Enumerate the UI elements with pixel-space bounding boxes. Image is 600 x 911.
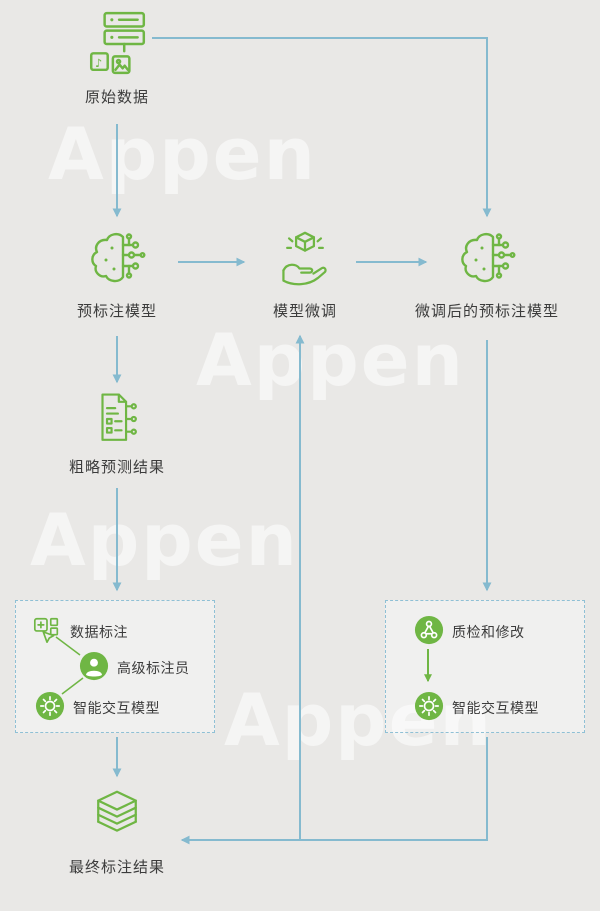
appen-watermark: Appen	[48, 112, 317, 196]
senior-annotator-label: 高级标注员	[117, 661, 190, 677]
rough-prediction-label: 粗略预测结果	[68, 458, 166, 476]
senior-annotator-icon	[79, 651, 109, 681]
tuned-model-label: 微调后的预标注模型	[414, 302, 560, 320]
appen-watermark: Appen	[196, 318, 465, 402]
appen-watermark: Appen	[30, 498, 299, 582]
qc-box: 质检和修改 智能交互模型	[385, 600, 585, 733]
arrow-qcbox-to-finalresult	[180, 737, 488, 845]
smart-interaction-model-label: 智能交互模型	[452, 701, 539, 717]
data-annotation-label: 数据标注	[70, 625, 128, 641]
raw-data-label: 原始数据	[84, 88, 150, 106]
quality-check-label: 质检和修改	[452, 625, 525, 641]
data-annotation-icon	[32, 615, 62, 645]
smart-interaction-model-label: 智能交互模型	[73, 701, 160, 717]
arrow-rawdata-to-tunedmodel	[152, 37, 492, 218]
final-result-icon	[87, 788, 147, 848]
pre-annotation-model-icon	[85, 230, 149, 294]
annotation-team-box: 数据标注 高级标注员	[15, 600, 215, 733]
pre-annotation-model-label: 预标注模型	[76, 302, 158, 320]
smart-interaction-model-icon	[414, 691, 444, 721]
svg-text:♪: ♪	[95, 56, 102, 70]
model-finetune-label: 模型微调	[272, 302, 338, 320]
rough-prediction-icon	[88, 390, 146, 448]
tuned-model-icon	[455, 230, 519, 294]
final-result-label: 最终标注结果	[68, 858, 166, 876]
quality-check-icon	[414, 615, 444, 645]
smart-interaction-model-icon	[35, 691, 65, 721]
model-finetune-icon	[275, 230, 335, 290]
raw-data-icon: ♪	[84, 10, 150, 76]
